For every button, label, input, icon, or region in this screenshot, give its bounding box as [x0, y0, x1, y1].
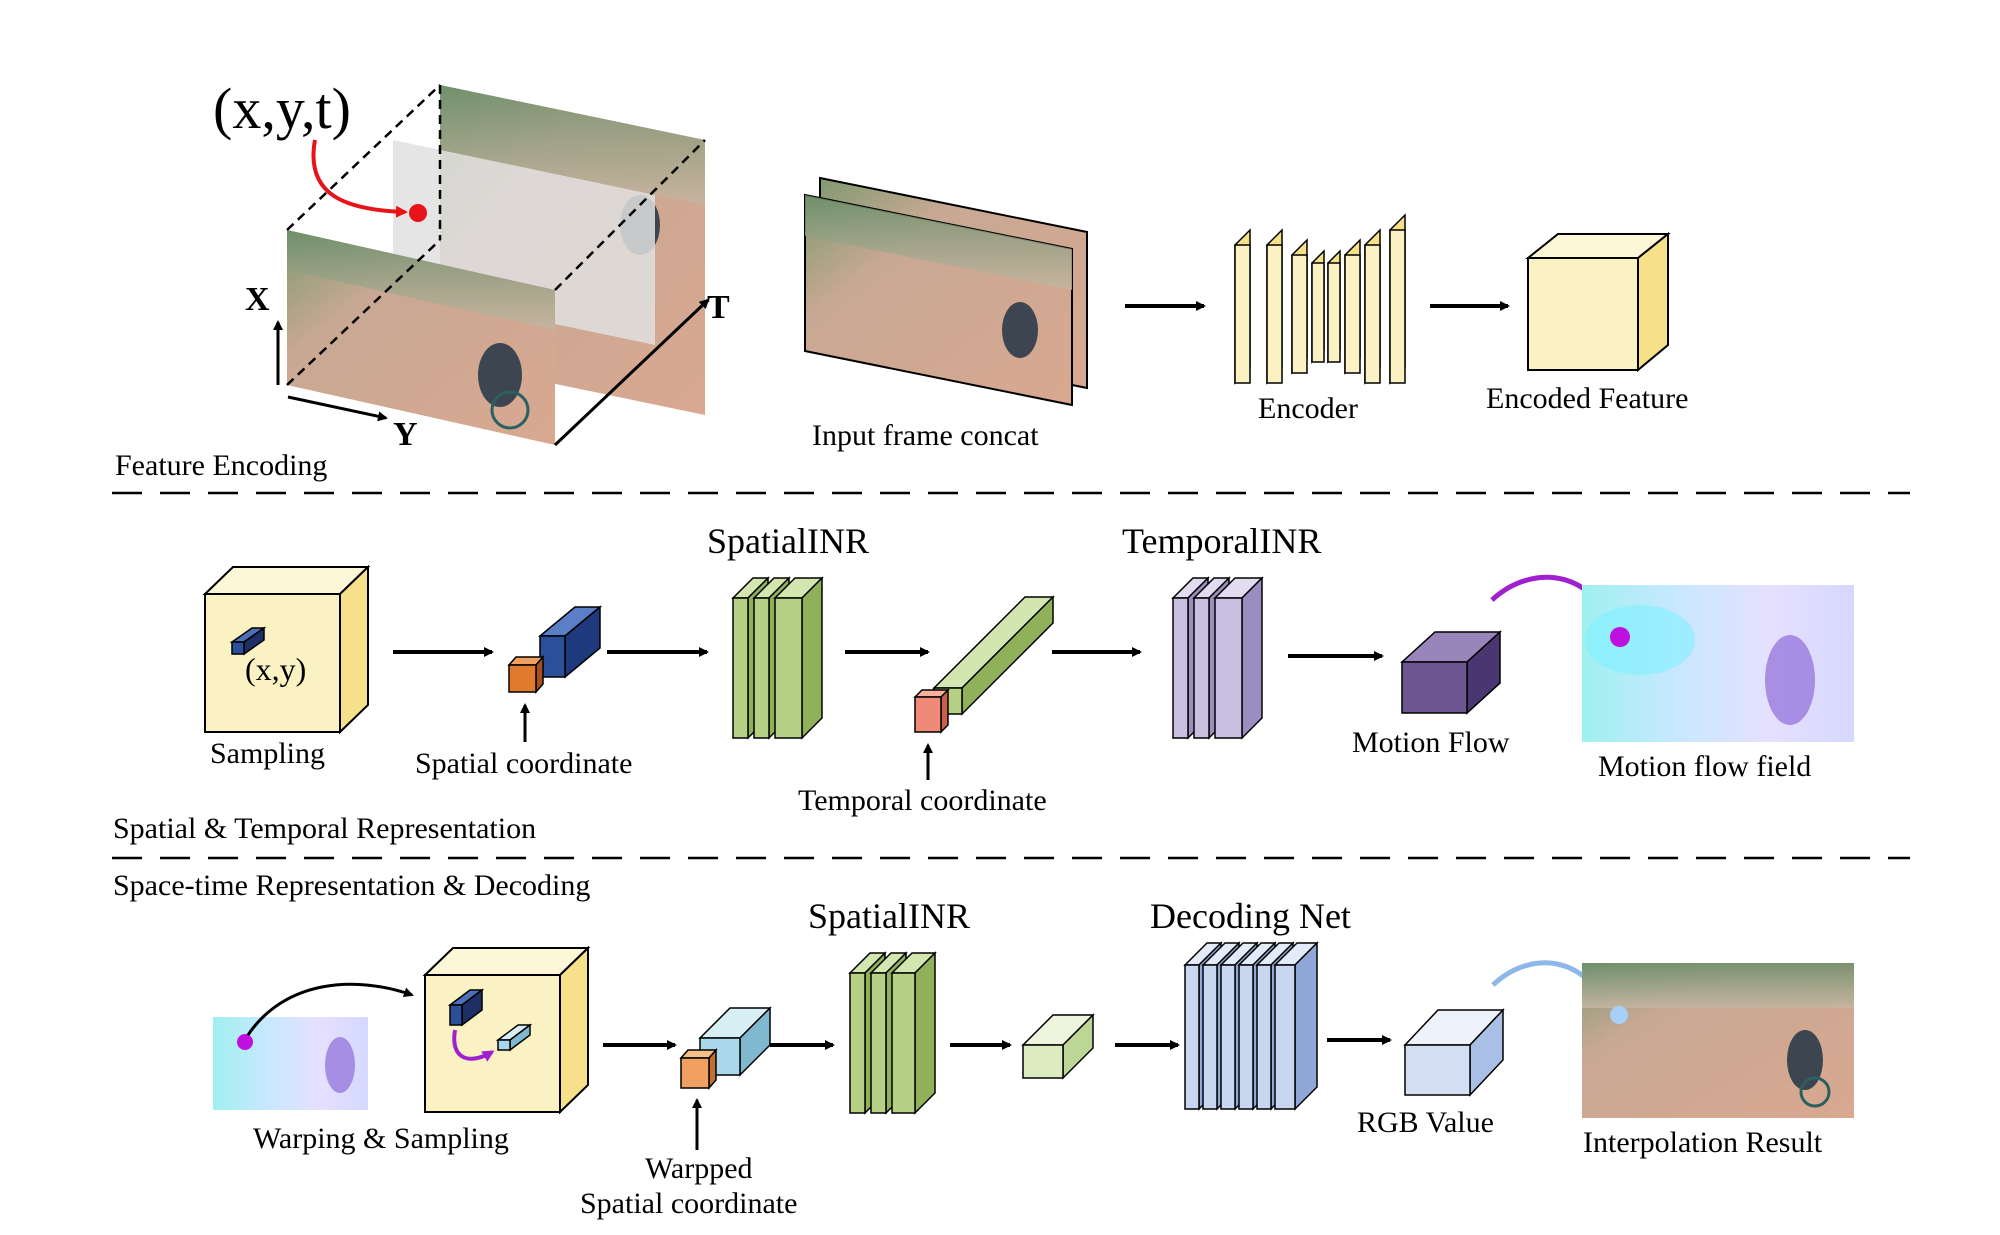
intermediate-feature-cuboid — [1021, 1013, 1095, 1080]
spatial-inr-label: SpatialINR — [707, 521, 869, 561]
axis-x-label: X — [245, 281, 270, 318]
spatial-coordinate-label: Spatial coordinate — [415, 747, 632, 780]
encoded-feature-label: Encoded Feature — [1486, 382, 1688, 415]
spatial-inr-block-2 — [848, 951, 937, 1115]
temporal-coordinate-cuboid — [913, 595, 1055, 734]
input-frame-concat-label: Input frame concat — [812, 419, 1039, 452]
small-flow-image — [213, 1017, 368, 1110]
warped-coordinate-label-line1: Warpped — [645, 1152, 753, 1185]
input-frames-stack — [804, 176, 1088, 407]
xyt-coordinate-label: (x,y,t) — [213, 76, 351, 141]
motion-flow-field-label: Motion flow field — [1598, 750, 1811, 783]
encoded-feature-cube — [1525, 231, 1671, 373]
warp-inner-arrow — [452, 1029, 495, 1062]
axis-t-label: T — [707, 289, 730, 326]
rgb-value-label: RGB Value — [1357, 1106, 1494, 1139]
y-axis-line — [287, 395, 388, 422]
section-feature-encoding-title: Feature Encoding — [115, 449, 327, 482]
temporal-inr-label: TemporalINR — [1122, 521, 1321, 561]
decoding-net-label: Decoding Net — [1150, 896, 1351, 936]
encoder-block — [1234, 213, 1406, 385]
section-spatial-temporal-title: Spatial & Temporal Representation — [113, 812, 536, 845]
rgb-value-cuboid — [1403, 1008, 1505, 1097]
coordinate-pointer-arrow — [311, 139, 408, 218]
sampling-coord-label: (x,y) — [245, 651, 306, 687]
warped-coordinate-cuboid — [679, 1006, 772, 1090]
interpolation-result-label: Interpolation Result — [1583, 1126, 1823, 1159]
section-spacetime-decoding-title: Space-time Representation & Decoding — [113, 869, 590, 902]
sampling-cube — [202, 564, 371, 735]
t-axis-line — [553, 298, 710, 447]
spatial-inr-label-2: SpatialINR — [808, 896, 970, 936]
query-point-dot — [409, 204, 427, 222]
warping-sampling-label: Warping & Sampling — [253, 1122, 509, 1155]
encoder-label: Encoder — [1258, 392, 1358, 425]
spatial-inr-block — [731, 576, 824, 740]
video-volume — [273, 84, 710, 447]
temporal-coordinate-label: Temporal coordinate — [798, 784, 1047, 817]
temporal-inr-block — [1171, 576, 1264, 740]
front-frame — [287, 230, 555, 445]
motion-flow-field-image — [1582, 585, 1854, 742]
volume-dashed-edges — [286, 84, 706, 386]
motion-flow-label: Motion Flow — [1352, 726, 1510, 759]
sampling-label: Sampling — [210, 737, 325, 770]
interpolation-result-image — [1582, 963, 1854, 1118]
warp-curve-arrow — [246, 982, 414, 1036]
axis-y-label: Y — [393, 416, 418, 453]
warping-sampling-cube — [422, 945, 591, 1115]
decoding-net-block — [1183, 941, 1319, 1111]
warped-coordinate-label-line2: Spatial coordinate — [580, 1187, 797, 1220]
spatial-coordinate-cuboid — [507, 605, 603, 694]
motion-flow-cuboid — [1400, 630, 1502, 715]
